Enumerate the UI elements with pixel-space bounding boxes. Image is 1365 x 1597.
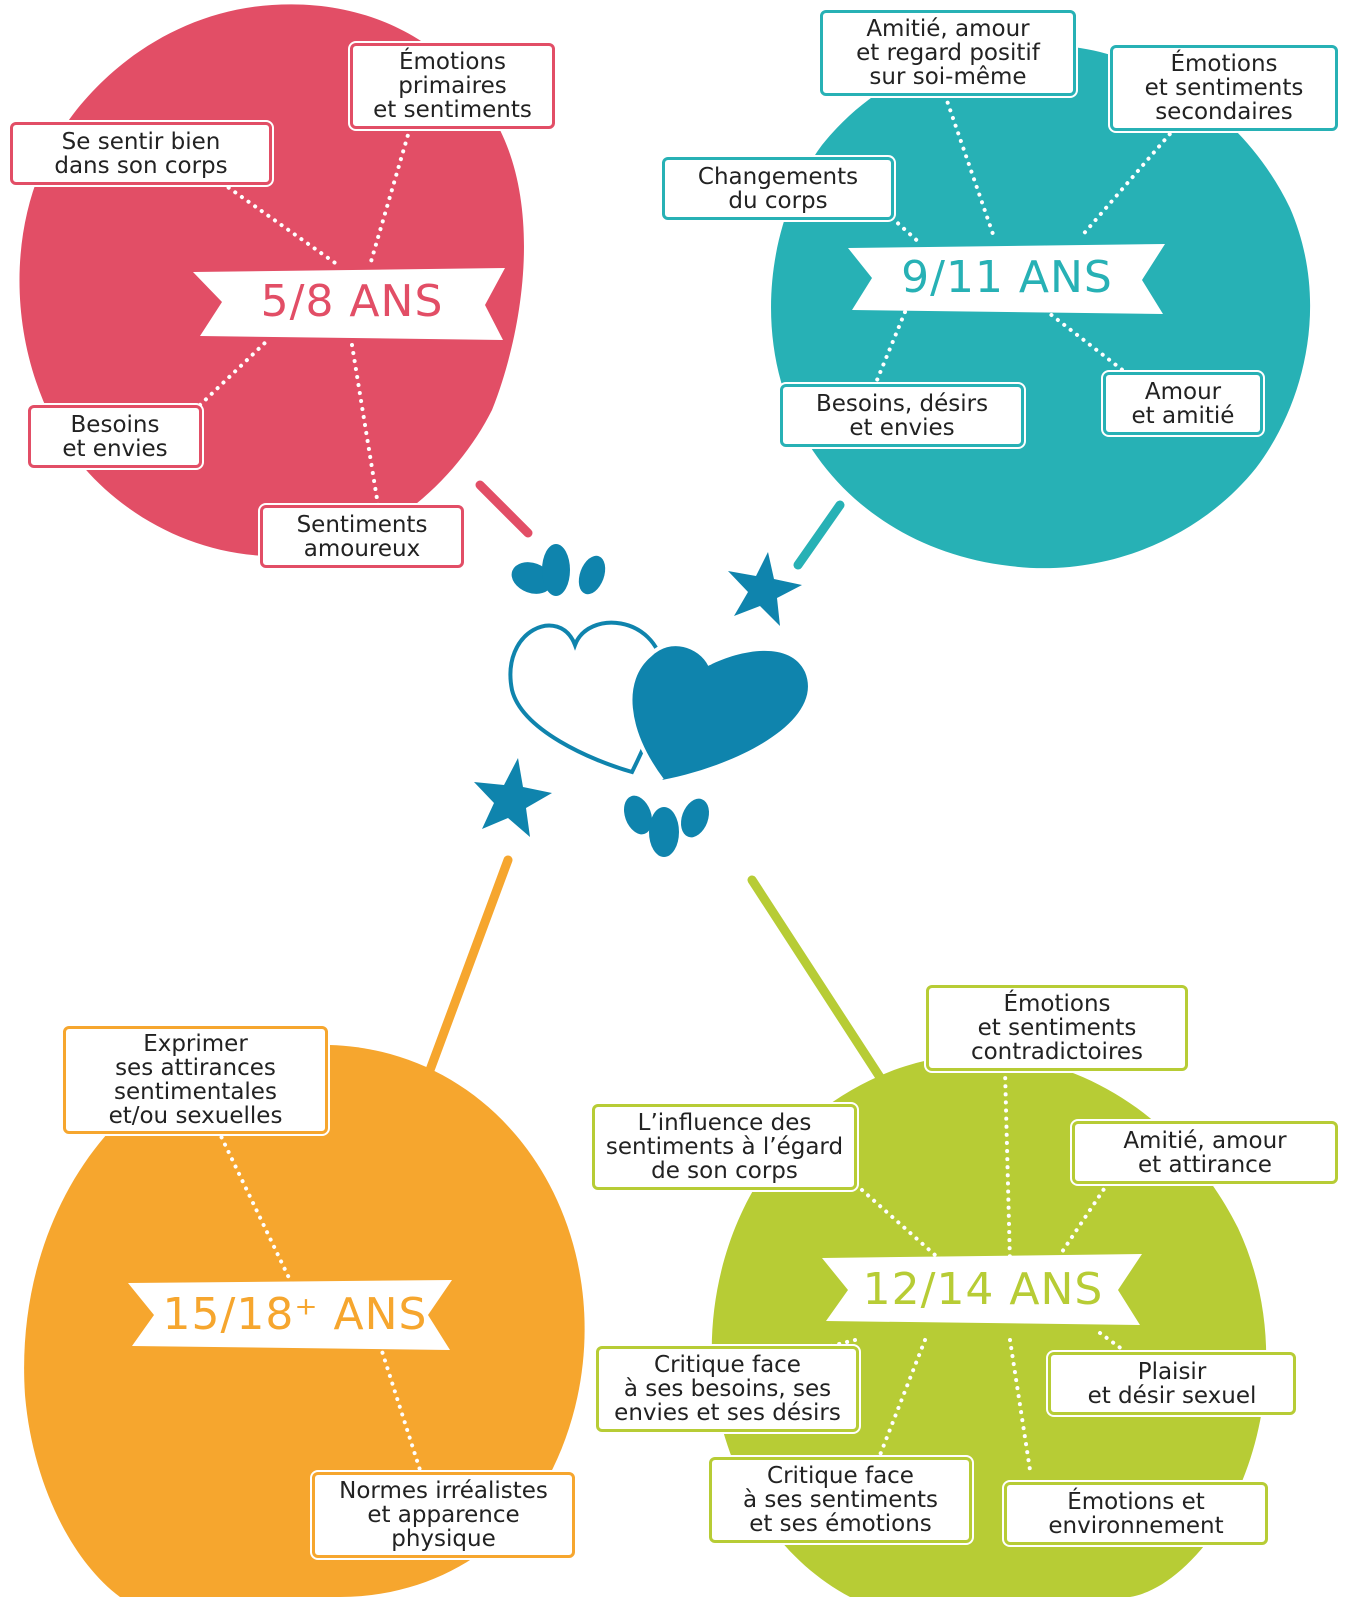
topic-box: Critique face à ses besoins, ses envies … <box>596 1346 859 1432</box>
topic-box: Émotions primaires et sentiments <box>350 43 555 129</box>
hearts-icon <box>508 620 808 782</box>
droplets-top-icon <box>511 544 606 596</box>
topic-box: Amour et amitié <box>1103 372 1263 435</box>
teal-connector <box>793 500 845 570</box>
topic-box: Émotions et environnement <box>1004 1482 1268 1545</box>
topic-box: L’influence des sentiments à l’égard de … <box>592 1104 857 1190</box>
teal-ribbon <box>848 244 1165 314</box>
topic-box: Se sentir bien dans son corps <box>10 122 272 185</box>
topic-box: Besoins, désirs et envies <box>780 384 1024 447</box>
star-top-icon <box>728 552 802 626</box>
topic-box: Amitié, amour et regard positif sur soi-… <box>820 10 1076 96</box>
age-label-9-11: 9/11 ANS <box>901 252 1113 303</box>
topic-box: Exprimer ses attirances sentimentales et… <box>63 1026 328 1134</box>
green-ribbon <box>822 1254 1142 1325</box>
age-label-12-14: 12/14 ANS <box>862 1264 1104 1315</box>
orange-ribbon <box>128 1280 452 1350</box>
topic-box: Critique face à ses sentiments et ses ém… <box>709 1457 972 1543</box>
topic-box: Émotions et sentiments contradictoires <box>926 985 1188 1071</box>
orange-connector <box>425 855 513 1075</box>
topic-box: Normes irréalistes et apparence physique <box>312 1472 575 1558</box>
red-connector <box>475 480 533 538</box>
topic-box: Besoins et envies <box>28 405 202 468</box>
star-bottom-icon <box>474 758 552 837</box>
topic-box: Amitié, amour et attirance <box>1072 1121 1338 1184</box>
dotted-spokes <box>198 93 1177 1472</box>
topic-box: Émotions et sentiments secondaires <box>1110 45 1338 131</box>
red-ribbon <box>193 268 505 340</box>
topic-box: Sentiments amoureux <box>260 505 464 568</box>
ribbons <box>128 244 1165 1350</box>
topic-box: Plaisir et désir sexuel <box>1048 1352 1296 1415</box>
topic-box: Changements du corps <box>662 157 894 220</box>
age-label-15-18: 15/18⁺ ANS <box>162 1289 428 1340</box>
droplets-bottom-icon <box>623 795 710 857</box>
age-label-5-8: 5/8 ANS <box>260 276 444 327</box>
green-connector <box>747 875 890 1090</box>
